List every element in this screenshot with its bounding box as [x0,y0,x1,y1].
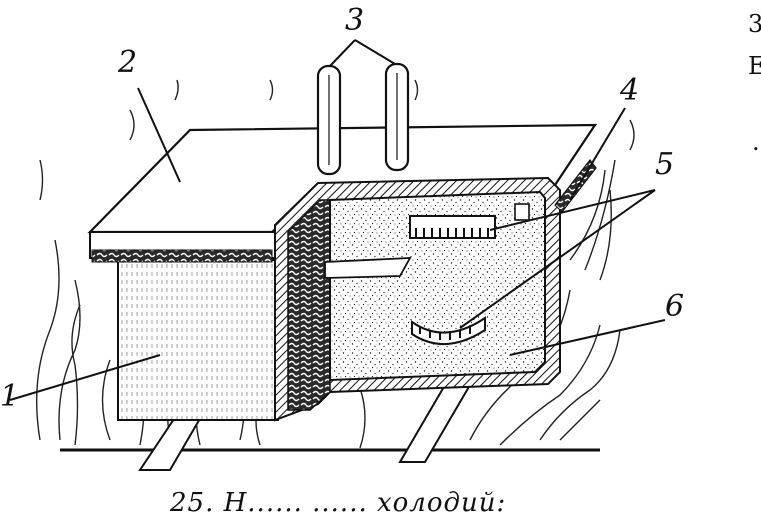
shelf [324,257,412,279]
margin-text-second: Е [748,52,761,80]
thermometer-lower [411,316,486,345]
callout-2: 2 [118,45,138,80]
thermometer-upper [409,203,530,239]
insulation-layer [287,199,331,411]
callout-1: 1 [0,379,20,414]
pipes [316,62,410,176]
margin-text-third: . [752,128,760,156]
callout-4: 4 [620,73,640,108]
margin-text-top: 3 [748,10,761,38]
callout-6: 6 [665,289,685,324]
figure-caption: 25. Н...... ...... холодий: [170,488,507,518]
lid [87,123,598,263]
callout-5: 5 [655,147,675,182]
box-left-front [117,259,279,421]
callout-3: 3 [345,3,365,38]
leader-lines [9,39,666,401]
